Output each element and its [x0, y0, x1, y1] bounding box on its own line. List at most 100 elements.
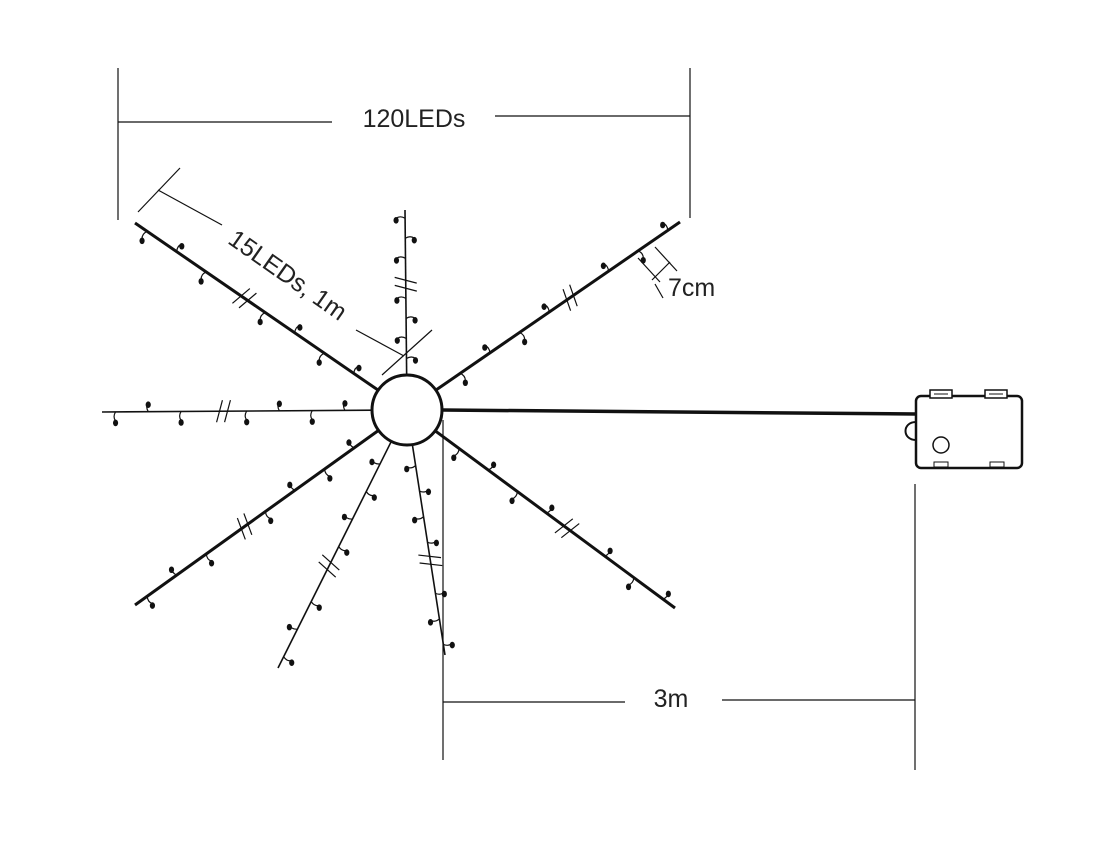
led-bulb-icon: [427, 619, 434, 626]
led-bulb-icon: [341, 513, 348, 521]
led-bulb-icon: [344, 549, 350, 556]
cut-mark-icon: [394, 284, 417, 292]
cut-mark-icon: [554, 518, 574, 534]
led-bulb-icon: [139, 237, 145, 245]
cut-mark-icon: [321, 554, 340, 571]
label-lead-cable: 3m: [654, 685, 689, 713]
strand-wire: [134, 429, 380, 607]
label-strand-spec: 15LEDs, 1m: [223, 225, 352, 327]
led-bulb-icon: [509, 497, 515, 505]
led-bulb-icon: [462, 379, 468, 387]
led-bulb-icon: [257, 318, 263, 326]
led-bulb-icon: [208, 559, 215, 567]
battery-box-icon: [904, 389, 1024, 470]
led-bulb-icon: [268, 517, 274, 525]
led-bulb-icon: [244, 418, 250, 426]
dimension-120leds: [117, 68, 691, 220]
led-bulb-icon: [491, 461, 497, 469]
led-bulb-icon: [404, 465, 410, 473]
dimension-led-spacing: [637, 246, 678, 299]
cut-mark-icon: [236, 517, 246, 540]
label-led-spacing: 7cm: [668, 274, 715, 302]
led-bulb-icon: [286, 623, 292, 631]
strand-upper-right: [434, 220, 681, 392]
hub-circle-icon: [370, 373, 444, 447]
led-bulb-icon: [309, 418, 315, 425]
led-bulb-icon: [522, 338, 528, 346]
led-bulb-icon: [342, 400, 348, 407]
led-bulb-icon: [346, 439, 352, 446]
strand-wire: [411, 444, 446, 656]
led-bulb-icon: [297, 324, 303, 331]
strand-down-left: [277, 440, 393, 669]
led-bulb-icon: [625, 583, 632, 591]
led-bulb-icon: [145, 401, 151, 408]
battery-box-switch-icon: [932, 436, 950, 454]
led-bulb-icon: [149, 602, 156, 609]
led-bulb-icon: [316, 359, 322, 366]
led-bulb-icon: [179, 242, 185, 250]
cut-mark-icon: [238, 292, 257, 309]
led-bulb-icon: [451, 454, 457, 462]
led-bulb-icon: [276, 400, 282, 408]
battery-box-foot-left: [933, 461, 949, 468]
strand-wire: [434, 429, 676, 610]
led-bulb-icon: [394, 337, 400, 344]
strand-lower-right: [434, 429, 676, 610]
led-bulb-icon: [411, 236, 417, 244]
strands-group: [101, 209, 681, 669]
led-bulb-icon: [482, 344, 488, 351]
strand-wire: [277, 440, 393, 669]
led-bulb-icon: [198, 278, 204, 285]
strand-wire: [404, 209, 408, 376]
led-bulb-icon: [289, 659, 295, 666]
cut-mark-icon: [569, 284, 578, 307]
cut-mark-icon: [560, 523, 580, 539]
strand-upper-left: [134, 221, 380, 392]
led-lead: [179, 411, 182, 421]
led-bulb-icon: [168, 566, 175, 574]
dimension-strand-length: [137, 167, 433, 376]
strand-wire: [434, 220, 681, 392]
cut-mark-icon: [232, 288, 251, 304]
spacing-tick-2: [654, 246, 678, 272]
dimension-line-inner: [355, 329, 405, 357]
cut-mark-icon: [318, 561, 337, 578]
led-bulb-icon: [112, 419, 119, 427]
led-bulb-icon: [665, 590, 671, 598]
led-lead: [310, 410, 313, 420]
led-bulb-icon: [356, 364, 362, 372]
led-bulb-icon: [178, 419, 184, 426]
led-bulb-icon: [433, 539, 440, 547]
led-bulb-icon: [394, 297, 400, 304]
strand-left: [101, 400, 373, 427]
led-bulb-icon: [393, 257, 400, 264]
led-bulb-icon: [393, 217, 399, 224]
led-bulb-icon: [449, 641, 455, 649]
led-bulb-icon: [369, 458, 375, 466]
led-bulb-icon: [371, 494, 377, 501]
spacing-leader-2: [654, 283, 664, 299]
strand-lower-left: [134, 429, 380, 609]
cut-mark-icon: [223, 400, 232, 423]
cut-mark-icon: [419, 562, 443, 567]
strand-wire: [101, 409, 373, 413]
strand-up: [393, 209, 419, 376]
led-bulb-icon: [425, 488, 432, 496]
cut-mark-icon: [394, 276, 417, 284]
led-bulb-icon: [660, 221, 666, 229]
led-bulb-icon: [316, 604, 322, 611]
led-bulb-icon: [600, 262, 606, 270]
led-bulb-icon: [549, 504, 555, 512]
dimension-line-outer: [157, 189, 223, 226]
battery-box-foot-right: [989, 461, 1005, 468]
spacing-leader: [651, 261, 671, 281]
cut-mark-icon: [243, 513, 253, 535]
led-bulb-icon: [607, 547, 613, 555]
label-total-leds: 120LEDs: [363, 105, 466, 133]
led-bulb-icon: [412, 357, 419, 364]
cut-mark-icon: [562, 288, 572, 311]
battery-box-hook: [904, 421, 917, 441]
